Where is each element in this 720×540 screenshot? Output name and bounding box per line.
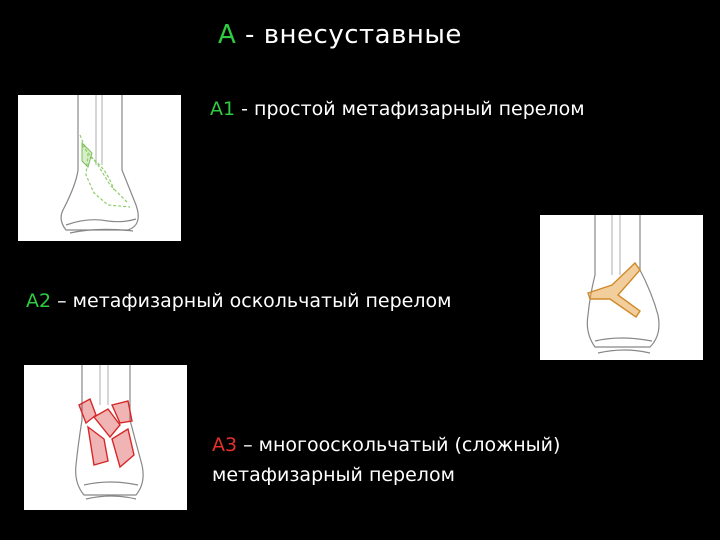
item-a1-code: A1	[210, 98, 236, 120]
a1-bone-illustration	[18, 95, 181, 241]
a3-bone-illustration	[24, 365, 187, 510]
item-a1: A1 - простой метафизарный перелом	[210, 94, 585, 124]
item-a1-text: - простой метафизарный перелом	[235, 98, 585, 120]
item-a2: A2 – метафизарный оскольчатый перелом	[26, 286, 451, 316]
item-a2-code: A2	[26, 290, 52, 312]
a3-bone-drawing	[75, 365, 144, 500]
item-a3-line1: A3 – многооскольчатый (сложный)	[212, 430, 560, 460]
item-a3-code: A3	[212, 434, 238, 456]
item-a3: A3 – многооскольчатый (сложный) метафиза…	[212, 430, 560, 490]
title-text: - внесуставные	[236, 20, 462, 50]
title-code: A	[218, 20, 237, 50]
slide-title: A - внесуставные	[218, 20, 462, 50]
a2-bone-drawing	[586, 215, 660, 354]
a2-bone-illustration	[540, 215, 703, 360]
a1-bone-drawing	[60, 95, 139, 234]
item-a3-text: – многооскольчатый (сложный)	[237, 434, 561, 456]
item-a2-text: – метафизарный оскольчатый перелом	[51, 290, 452, 312]
item-a3-line2: метафизарный перелом	[212, 464, 455, 486]
